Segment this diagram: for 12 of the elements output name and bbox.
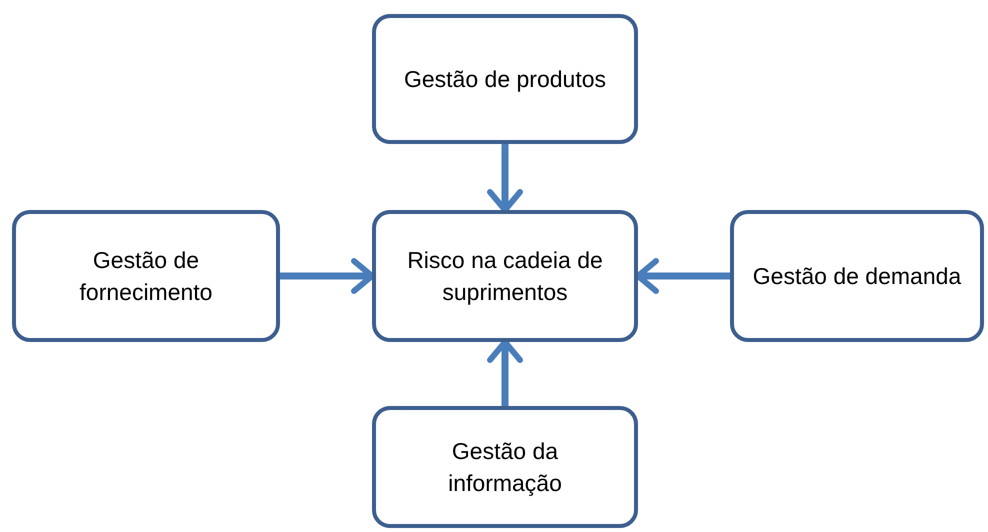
process-box: [372, 406, 638, 528]
process-box: [730, 210, 984, 342]
box-label: Gestão de fornecimento: [78, 246, 214, 307]
process-box: [372, 14, 638, 144]
process-box: [12, 210, 280, 342]
box-label: Risco na cadeia de suprimentos: [406, 246, 604, 307]
arrow: [487, 144, 523, 213]
box-label: Gestão de demanda: [752, 262, 962, 291]
box-label: Gestão da informação: [447, 437, 563, 498]
process-box: [372, 210, 638, 342]
box-label: Gestão de produtos: [404, 65, 606, 94]
arrow: [487, 339, 523, 406]
